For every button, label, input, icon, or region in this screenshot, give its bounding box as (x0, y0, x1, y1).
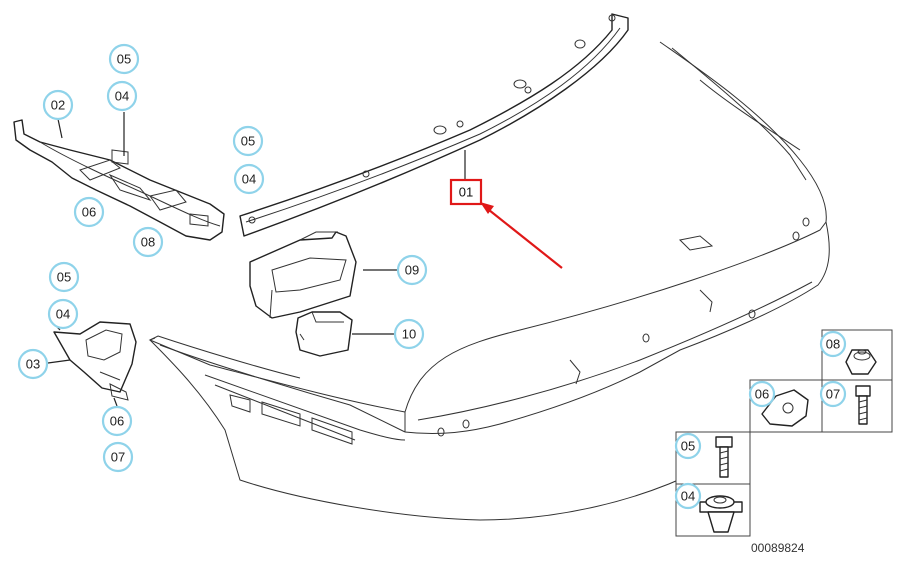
svg-text:10: 10 (402, 327, 416, 342)
callout-05-low: 05 (48, 261, 80, 293)
callout-04-low: 04 (47, 298, 79, 330)
svg-text:08: 08 (826, 337, 840, 352)
highlight-arrow-head (480, 202, 494, 214)
svg-text:04: 04 (56, 307, 70, 322)
callout-06-grid: 06 (748, 380, 776, 408)
highlight-01: 01 (449, 178, 563, 269)
svg-text:09: 09 (405, 263, 419, 278)
callout-08-grid: 08 (819, 330, 847, 358)
callout-08-left: 08 (132, 226, 164, 258)
svg-text:07: 07 (111, 450, 125, 465)
svg-text:07: 07 (826, 387, 840, 402)
part-09-guide (249, 231, 357, 319)
svg-text:02: 02 (51, 98, 65, 113)
bolt-icon (715, 436, 733, 478)
svg-text:08: 08 (141, 235, 155, 250)
callout-05-mid: 05 (232, 125, 264, 157)
svg-text:05: 05 (241, 134, 255, 149)
callouts: 05 04 02 05 04 06 08 09 (17, 43, 428, 473)
callout-05-top: 05 (108, 43, 140, 75)
svg-text:06: 06 (755, 387, 769, 402)
callout-03: 03 (17, 348, 49, 380)
svg-text:04: 04 (242, 172, 256, 187)
svg-text:06: 06 (110, 414, 124, 429)
svg-text:05: 05 (117, 52, 131, 67)
callout-04-top: 04 (106, 80, 138, 112)
callout-09: 09 (396, 254, 428, 286)
svg-text:05: 05 (681, 439, 695, 454)
bumper-cover (148, 41, 830, 521)
callout-05-grid: 05 (674, 432, 702, 460)
svg-text:06: 06 (82, 205, 96, 220)
part-01-carrier (239, 13, 629, 237)
screw-icon (855, 385, 871, 425)
callout-01-label: 01 (459, 185, 473, 200)
callout-07-grid: 07 (819, 380, 847, 408)
part-10-clip (295, 311, 353, 357)
highlight-box (449, 178, 483, 206)
svg-text:04: 04 (681, 489, 695, 504)
svg-text:03: 03 (26, 357, 40, 372)
callout-06-left: 06 (73, 196, 105, 228)
svg-text:04: 04 (115, 89, 129, 104)
highlight-arrow-line (483, 205, 563, 269)
callout-06-low: 06 (101, 405, 133, 437)
diagram-reference-number: 00089824 (751, 541, 805, 555)
clip-nut-icon (761, 389, 809, 427)
hex-nut-icon (845, 349, 877, 375)
part-02-bracket (13, 119, 225, 241)
callout-04-mid: 04 (233, 163, 265, 195)
callout-02: 02 (42, 89, 74, 121)
fastener-grid: 08 06 07 05 (674, 329, 893, 555)
rivet-icon (699, 495, 743, 533)
callout-10: 10 (393, 318, 425, 350)
svg-text:05: 05 (57, 270, 71, 285)
part-03-bracket (53, 321, 137, 401)
callout-04-grid: 04 (674, 482, 702, 510)
callout-07-low: 07 (102, 441, 134, 473)
